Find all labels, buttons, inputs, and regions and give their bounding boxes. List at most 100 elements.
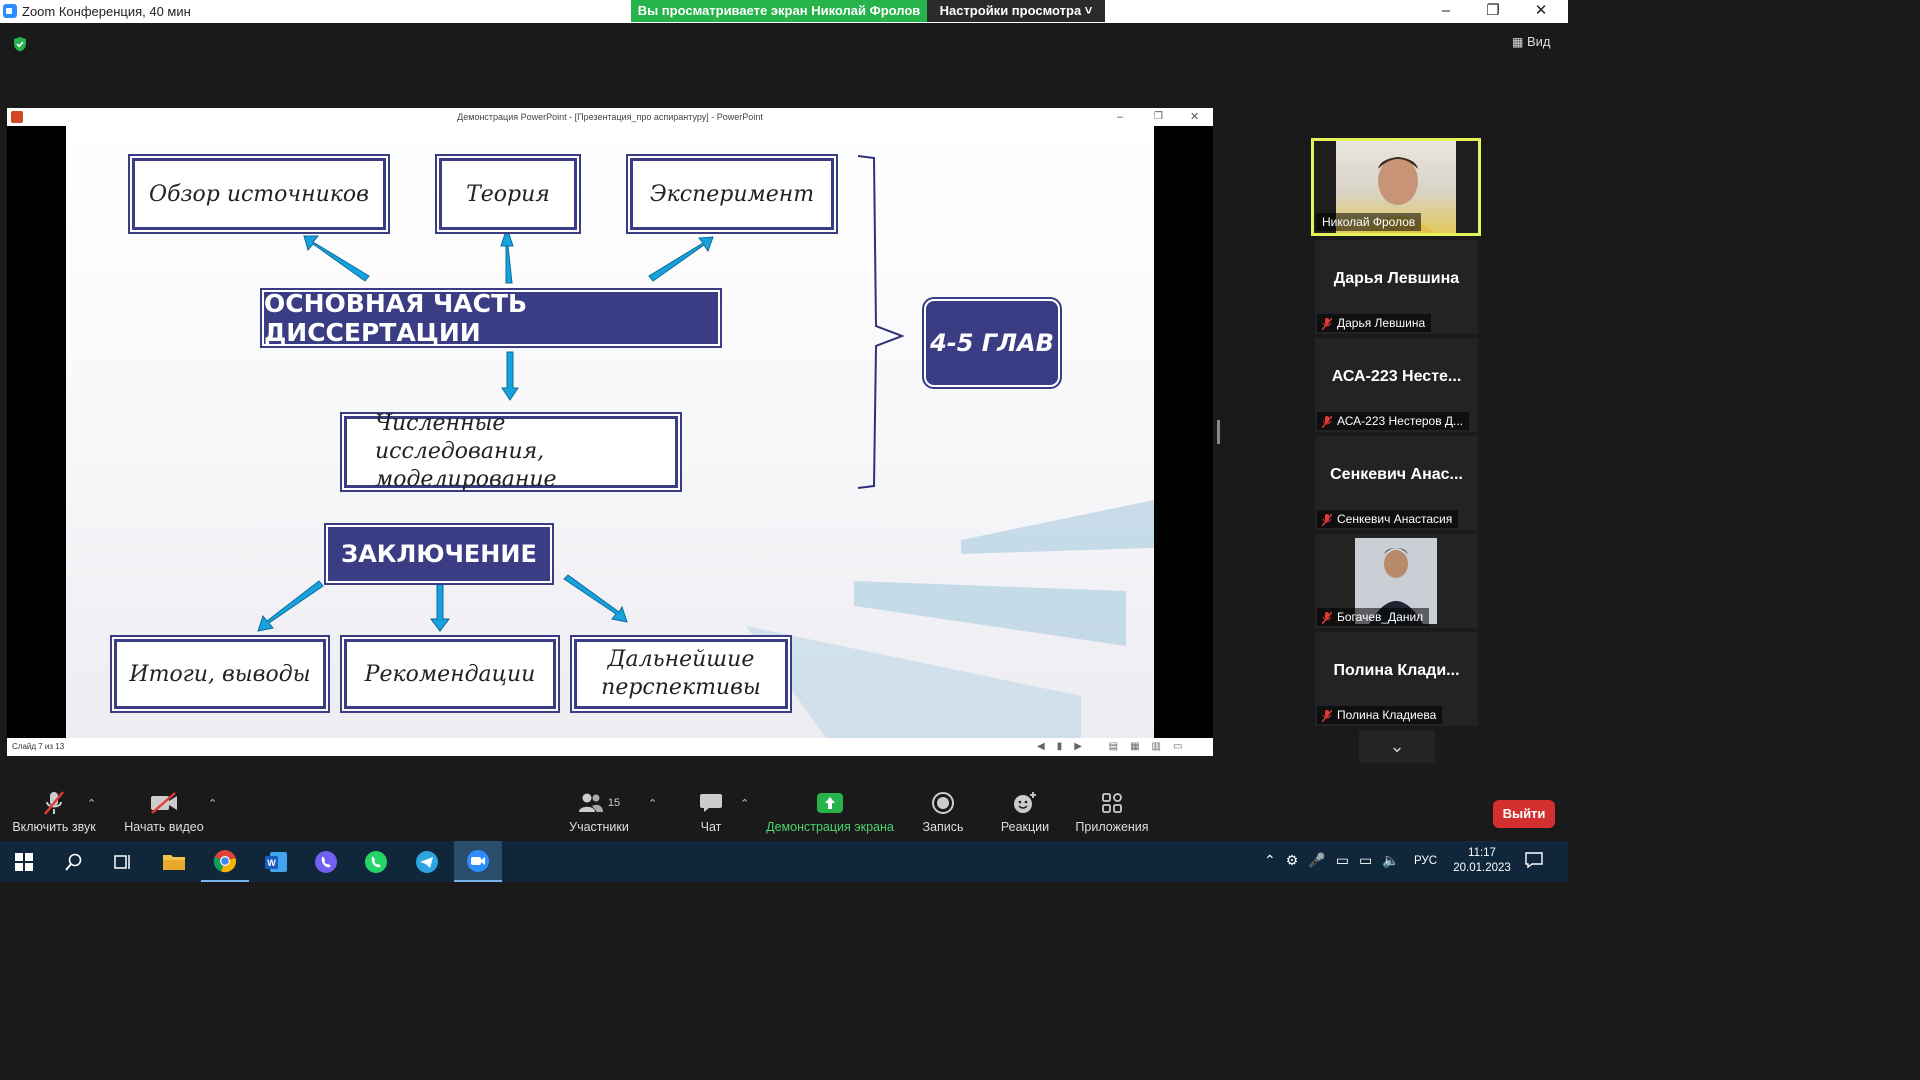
share-screen-icon: [764, 790, 896, 816]
share-screen-button[interactable]: Демонстрация экрана: [764, 790, 896, 834]
experiment-box: Эксперимент: [630, 158, 834, 230]
mic-muted-icon: [1321, 611, 1333, 625]
view-button[interactable]: ▦ Вид: [1512, 34, 1551, 49]
minimize-button[interactable]: –: [1441, 2, 1451, 19]
clock-date: 20.01.2023: [1453, 862, 1511, 874]
participant-name-tag: Полина Кладиева: [1317, 706, 1443, 724]
participant-tile[interactable]: Николай Фролов: [1311, 138, 1481, 236]
zoom-taskbar-icon[interactable]: [454, 841, 502, 882]
view-button-label: Вид: [1526, 34, 1551, 49]
chat-button[interactable]: Чат: [692, 790, 730, 834]
participant-name-tag: Дарья Левшина: [1317, 314, 1432, 332]
apps-button[interactable]: Приложения: [1072, 790, 1152, 834]
participant-name-label: АСА-223 Нестеров Д...: [1337, 414, 1464, 428]
participants-label: Участники: [569, 820, 629, 834]
slide-counter: Слайд 7 из 13: [12, 742, 65, 751]
search-icon[interactable]: [50, 841, 98, 882]
unmute-label: Включить звук: [12, 820, 96, 834]
maximize-button[interactable]: ❐: [1486, 2, 1500, 19]
participant-tile[interactable]: Полина Клади... Полина Кладиева: [1315, 632, 1478, 726]
record-label: Запись: [922, 820, 964, 834]
participant-name-label: Полина Кладиева: [1337, 708, 1437, 722]
video-off-icon: [122, 790, 206, 816]
theory-box: Теория: [439, 158, 577, 230]
panel-resize-handle[interactable]: [1217, 420, 1220, 444]
file-explorer-icon[interactable]: [150, 841, 198, 882]
record-icon: [920, 790, 966, 816]
mic-muted-icon: [1321, 415, 1333, 429]
windows-start-icon[interactable]: [0, 841, 48, 882]
grid-icon: ▦: [1512, 35, 1524, 49]
record-button[interactable]: Запись: [920, 790, 966, 834]
participant-name-tag: Сенкевич Анастасия: [1317, 510, 1459, 528]
ppt-minimize-icon: –: [1117, 111, 1124, 123]
ppt-title-bar: Демонстрация PowerPoint - [Презентация_п…: [7, 108, 1213, 126]
participant-display-name: Сенкевич Анас...: [1330, 466, 1463, 483]
clock-time: 11:17: [1468, 847, 1496, 859]
audio-options-caret[interactable]: ⌃: [87, 798, 97, 810]
numeric-line-1: Численные исследования,: [375, 411, 545, 464]
participant-display-name: Полина Клади...: [1333, 662, 1460, 679]
taskbar-clock[interactable]: 11:17 20.01.2023: [1440, 846, 1524, 876]
mic-muted-icon: [1321, 513, 1333, 527]
slide-decoration: [257, 155, 1154, 738]
word-icon[interactable]: W: [252, 841, 300, 882]
chevron-down-icon: ⌄: [1389, 736, 1405, 756]
ppt-status-bar: Слайд 7 из 13 ◀▮▶ ▤▦▥▭: [7, 738, 1213, 756]
participants-button[interactable]: 15 Участники: [566, 790, 632, 834]
chat-icon: [692, 790, 730, 816]
ppt-close-icon: ✕: [1190, 111, 1200, 123]
participant-tile[interactable]: Богачев_Данил: [1315, 534, 1478, 628]
numeric-research-box: Численные исследования, моделирование: [344, 411, 678, 492]
participant-tile[interactable]: АСА-223 Несте...АСА-223 Нестеров Д...: [1315, 338, 1478, 432]
system-tray-icons[interactable]: ⌃⚙🎤▭▭🔈: [1264, 852, 1410, 868]
participant-name-label: Богачев_Данил: [1337, 610, 1424, 624]
ppt-title: Демонстрация PowerPoint - [Презентация_п…: [457, 112, 763, 122]
chrome-icon[interactable]: [201, 841, 249, 882]
unmute-button[interactable]: Включить звук: [11, 790, 97, 834]
further-prospects-box: Дальнейшие перспективы: [574, 639, 788, 709]
video-options-caret[interactable]: ⌃: [208, 798, 218, 810]
chat-options-caret[interactable]: ⌃: [740, 798, 750, 810]
chat-label: Чат: [700, 820, 722, 834]
input-language[interactable]: РУС: [1414, 855, 1438, 867]
close-button[interactable]: ✕: [1534, 2, 1548, 19]
participant-tile[interactable]: Сенкевич Анас... Сенкевич Анастасия: [1315, 436, 1478, 530]
participant-name-tag: Николай Фролов: [1316, 213, 1422, 231]
zoom-logo-icon: [3, 4, 17, 18]
participant-name-label: Сенкевич Анастасия: [1337, 512, 1453, 526]
task-view-icon[interactable]: [98, 841, 146, 882]
mic-muted-icon: [1321, 709, 1333, 723]
apps-label: Приложения: [1075, 820, 1149, 834]
sources-box: Обзор источников: [132, 158, 386, 230]
participants-scroll-down-button[interactable]: ⌄: [1359, 730, 1435, 763]
svg-text:W: W: [267, 858, 276, 868]
viewing-share-banner: Вы просматриваете экран Николай Фролов: [631, 0, 927, 22]
encryption-shield-icon[interactable]: [12, 36, 28, 52]
window-title: Zoom Конференция, 40 мин: [22, 4, 191, 19]
view-settings-dropdown[interactable]: Настройки просмотра ˅: [927, 0, 1105, 22]
reactions-button[interactable]: Реакции: [998, 790, 1052, 834]
mic-muted-icon: [1321, 317, 1333, 331]
presentation-slide: Обзор источников Теория Эксперимент ОСНО…: [66, 126, 1154, 738]
recommendations-box: Рекомендации: [344, 639, 556, 709]
participants-icon: 15: [566, 790, 632, 816]
viber-icon[interactable]: [302, 841, 350, 882]
notifications-icon[interactable]: [1524, 851, 1544, 869]
mic-off-icon: [11, 790, 97, 816]
windows-taskbar: W ⌃⚙🎤▭▭🔈: [0, 841, 1568, 882]
ppt-view-controls-icon[interactable]: ◀▮▶ ▤▦▥▭: [1037, 741, 1195, 752]
conclusion-box: ЗАКЛЮЧЕНИЕ: [326, 525, 552, 583]
participant-name-label: Дарья Левшина: [1337, 316, 1426, 330]
participants-options-caret[interactable]: ⌃: [648, 798, 658, 810]
powerpoint-icon: [11, 111, 23, 123]
further-line-2: перспективы: [601, 675, 761, 700]
reactions-label: Реакции: [1000, 820, 1050, 834]
start-video-button[interactable]: Начать видео: [122, 790, 206, 834]
apps-icon: [1072, 790, 1152, 816]
telegram-icon[interactable]: [403, 841, 451, 882]
whatsapp-icon[interactable]: [352, 841, 400, 882]
leave-button[interactable]: Выйти: [1493, 800, 1555, 828]
main-part-box: ОСНОВНАЯ ЧАСТЬ ДИССЕРТАЦИИ: [262, 289, 720, 347]
